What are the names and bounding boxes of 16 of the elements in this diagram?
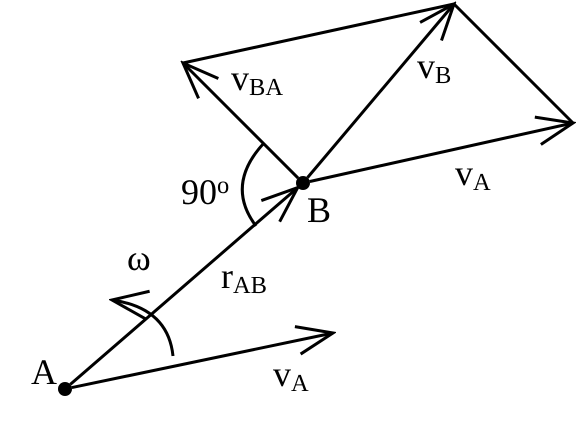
angular-velocity-label: ω [127, 238, 151, 278]
vector-label: v$_{B}$ [417, 46, 452, 86]
vector-label: v$_{BA}$ [231, 58, 283, 98]
vector-arrow [310, 116, 574, 183]
vector-arrow [72, 325, 334, 390]
point-label: B [307, 190, 332, 230]
point-dot [58, 382, 72, 396]
vector-label: v$_{A}$ [455, 153, 491, 193]
vector-label: v$_{A}$ [273, 354, 309, 394]
vector-label: r$_{AB}$ [221, 256, 267, 296]
angle-label: 90$^{o}$ [181, 172, 230, 212]
vector-arrow [69, 186, 300, 386]
point-label: A [31, 352, 57, 392]
point-dot [296, 176, 310, 190]
vector-arrow [306, 2, 456, 179]
vector-arrow [182, 62, 300, 180]
